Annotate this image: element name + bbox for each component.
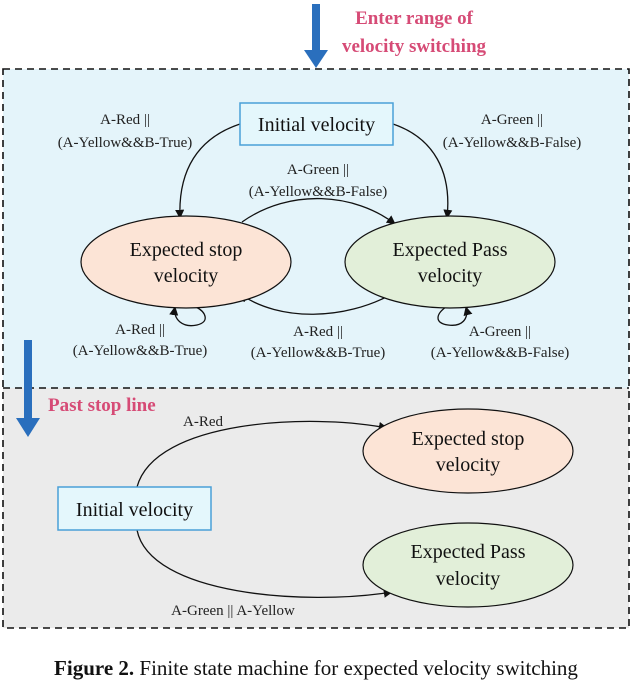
label-init-to-pass-1: A-Green || <box>481 112 543 128</box>
edge-pass-self-loop <box>437 306 473 326</box>
bottom-initial-velocity-box <box>57 486 212 531</box>
label-pass-to-stop-1: A-Red || <box>293 324 343 340</box>
section-dashed-border <box>2 68 630 629</box>
label-init-to-stop-2: (A-Yellow&&B-True) <box>58 135 193 151</box>
top-pass-label-1: Expected Pass <box>393 239 508 261</box>
bottom-initial-velocity-label: Initial velocity <box>76 499 193 521</box>
top-stop-label-2: velocity <box>154 265 218 287</box>
edge-init-to-pass <box>392 123 453 219</box>
edge-stop-self-loop <box>169 306 206 327</box>
past-down-arrow-icon <box>16 340 40 437</box>
past-header: Past stop line <box>48 395 156 416</box>
top-initial-velocity-box <box>239 102 394 146</box>
label-pass-to-stop-2: (A-Yellow&&B-True) <box>251 345 386 361</box>
enter-down-arrow-icon <box>304 4 328 68</box>
bottom-stop-ellipse <box>362 408 574 494</box>
label-stop-self-1: A-Red || <box>115 322 165 338</box>
caption-text: Finite state machine for expected veloci… <box>134 656 578 680</box>
label-stop-to-pass-1: A-Green || <box>287 162 349 178</box>
label-init-to-pass-2: (A-Yellow&&B-False) <box>443 135 581 151</box>
edge-bottom-init-to-stop <box>136 420 388 488</box>
top-pass-ellipse <box>344 215 556 309</box>
bottom-stop-label-2: velocity <box>436 454 500 476</box>
bottom-stop-label-1: Expected stop <box>412 428 525 450</box>
label-stop-to-pass-2: (A-Yellow&&B-False) <box>249 184 387 200</box>
top-pass-label-2: velocity <box>418 265 482 287</box>
edge-stop-to-pass <box>241 197 396 225</box>
bottom-pass-ellipse <box>362 522 574 608</box>
label-bottom-to-stop: A-Red <box>183 414 223 430</box>
top-initial-velocity-label: Initial velocity <box>258 114 375 136</box>
figure-caption: Figure 2. Finite state machine for expec… <box>54 656 578 680</box>
edge-pass-to-stop <box>239 293 393 315</box>
bottom-pass-label-1: Expected Pass <box>411 541 526 563</box>
enter-header-line2: velocity switching <box>342 36 487 57</box>
edge-bottom-init-to-pass <box>136 529 393 598</box>
label-pass-self-2: (A-Yellow&&B-False) <box>431 345 569 361</box>
label-pass-self-1: A-Green || <box>469 324 531 340</box>
enter-header-line1: Enter range of <box>355 8 474 29</box>
label-stop-self-2: (A-Yellow&&B-True) <box>73 343 208 359</box>
label-init-to-stop-1: A-Red || <box>100 112 150 128</box>
top-stop-ellipse <box>80 215 292 309</box>
caption-label: Figure 2. <box>54 656 134 680</box>
bottom-pass-label-2: velocity <box>436 568 500 590</box>
top-stop-label-1: Expected stop <box>130 239 243 261</box>
label-bottom-to-pass: A-Green || A-Yellow <box>171 603 295 619</box>
edge-init-to-stop <box>175 123 241 219</box>
